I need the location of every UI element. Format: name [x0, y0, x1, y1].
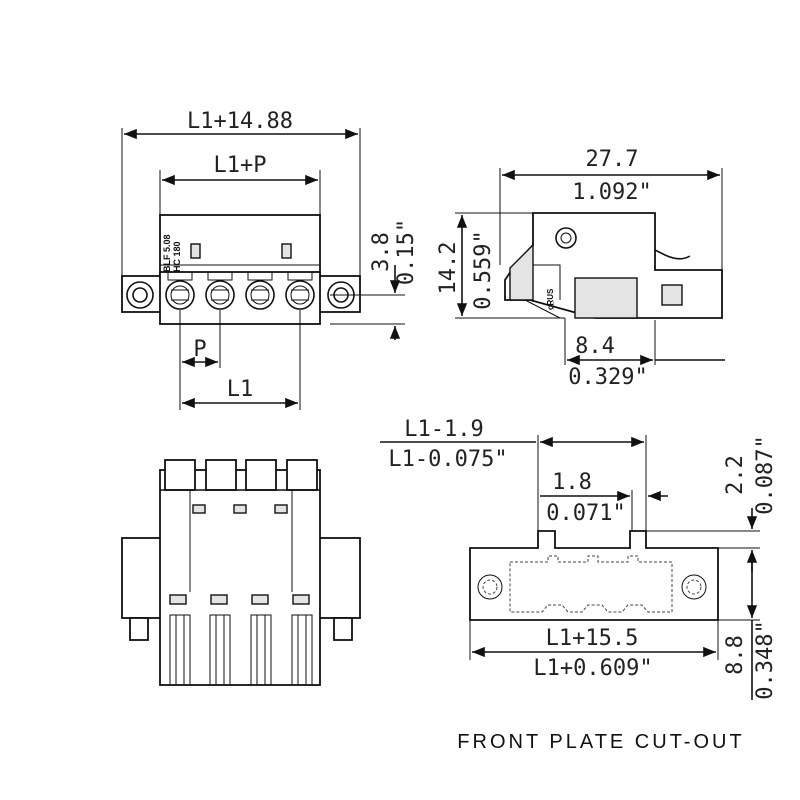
- dim-l1-plus-p-label: L1+P: [214, 153, 267, 178]
- dim-cutout-height-mm: 8.8: [723, 635, 748, 675]
- dim-side-width-in: 1.092": [572, 180, 651, 205]
- dim-cutout-slot-in: 0.071": [546, 501, 625, 526]
- top-pin-left: [129, 617, 149, 641]
- terminal-screw-3: [245, 271, 275, 310]
- latch-window-left: [190, 243, 201, 259]
- terminal-screw-2: [205, 271, 235, 310]
- cutout-title: FRONT PLATE CUT-OUT: [457, 731, 744, 753]
- cutout-view: L1-1.9 L1-0.075" 1.8 0.071" 2.2 0.087" 8…: [380, 417, 778, 753]
- dim-cutout-total-mm: L1+15.5: [546, 626, 639, 651]
- top-screw-1: [169, 594, 187, 605]
- dim-pitch-label: P: [193, 337, 206, 362]
- housing-label-line2: HC 180: [172, 241, 182, 272]
- terminal-screw-4: [285, 271, 315, 310]
- plug-housing: [159, 214, 321, 276]
- dim-side-height-in: 0.559": [471, 230, 496, 309]
- flange-screw-left: [126, 281, 154, 309]
- top-view: [121, 459, 361, 686]
- release-lever: [654, 249, 691, 260]
- cutout-hole-left: [477, 574, 503, 600]
- dim-cutout-notch-mm: 2.2: [723, 455, 748, 495]
- top-window-2: [233, 504, 247, 514]
- dim-l1-label: L1: [227, 377, 254, 402]
- dim-cutout-slot-mm: 1.8: [552, 470, 592, 495]
- top-window-3: [274, 504, 288, 514]
- top-window-1: [192, 504, 206, 514]
- cutout-outline: [469, 530, 719, 621]
- dim-overall-label: L1+14.88: [187, 109, 293, 134]
- dim-cutout-inner-in: L1-0.075": [388, 447, 507, 472]
- side-flange: [509, 243, 534, 301]
- wire-channels: [169, 614, 313, 686]
- front-view: L1+14.88 L1+P BLF 5.08 HC 180: [121, 109, 419, 410]
- plug-footprint: [509, 555, 673, 613]
- dim-side-width-mm: 27.7: [586, 147, 639, 172]
- dim-side-depth-mm: 8.4: [575, 334, 615, 359]
- top-screw-4: [292, 594, 310, 605]
- dim-height-mm: 3.8: [369, 232, 394, 272]
- side-pin: [661, 284, 683, 306]
- terminal-screw-1: [165, 271, 195, 310]
- cutout-hole-right: [681, 574, 707, 600]
- dim-cutout-total-in: L1+0.609": [533, 656, 652, 681]
- top-screw-3: [251, 594, 269, 605]
- plug-body: [159, 271, 321, 325]
- side-view: 27.7 1.092" c̲̲R̲US 14.2 0.559" 8.4 0.32…: [436, 147, 725, 390]
- ul-mark-text: c̲̲R̲US: [546, 288, 555, 311]
- latch-window-right: [281, 243, 292, 259]
- dim-height-in: 0.15": [394, 219, 419, 285]
- housing-label-line1: BLF 5.08: [162, 234, 172, 272]
- certification-mark: [555, 227, 577, 249]
- dim-side-height-mm: 14.2: [436, 242, 461, 295]
- dim-cutout-inner-mm: L1-1.9: [404, 417, 483, 442]
- side-wire-entry: [574, 277, 638, 319]
- dim-cutout-height-in: 0.348": [753, 620, 778, 699]
- top-screw-2: [210, 594, 228, 605]
- top-pin-right: [333, 617, 353, 641]
- dim-cutout-notch-in: 0.087": [753, 435, 778, 514]
- dim-side-depth-in: 0.329": [568, 365, 647, 390]
